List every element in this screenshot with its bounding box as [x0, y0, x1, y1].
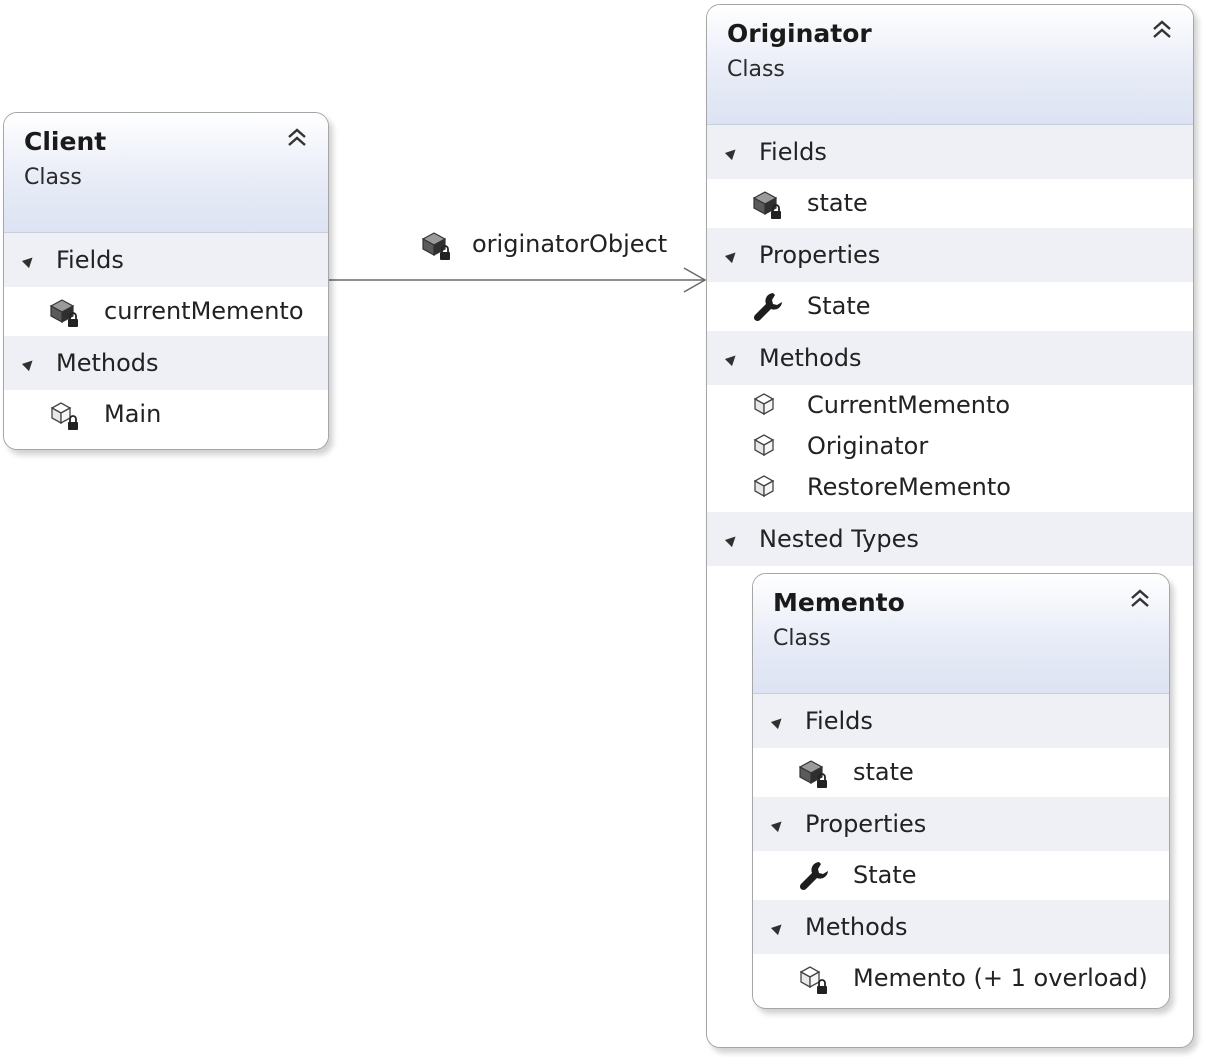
private-method-icon: [48, 398, 82, 432]
section-label: Fields: [56, 246, 124, 274]
public-method-icon: [751, 389, 785, 423]
memento-class-header[interactable]: Memento Class: [753, 574, 1169, 694]
class-stereotype: Class: [727, 57, 785, 82]
class-stereotype: Class: [773, 626, 831, 651]
expand-triangle-icon[interactable]: [21, 253, 37, 269]
collapse-chevron-icon[interactable]: [284, 125, 310, 151]
memento-class-box[interactable]: Memento Class Fields state Properties St…: [752, 573, 1170, 1009]
originator-class-box[interactable]: Originator Class Fields state Properties…: [706, 4, 1194, 1048]
section-label: Fields: [805, 707, 873, 735]
class-stereotype: Class: [24, 165, 82, 190]
member-label: state: [807, 189, 868, 217]
client-class-header[interactable]: Client Class: [4, 113, 328, 233]
section-label: Fields: [759, 138, 827, 166]
member-label: Originator: [807, 432, 929, 460]
member-row[interactable]: Memento (+ 1 overload): [753, 954, 1169, 1003]
client-class-box[interactable]: Client Class Fields currentMemento Metho…: [3, 112, 329, 450]
wrench-icon: [751, 290, 785, 324]
expand-triangle-icon[interactable]: [770, 714, 786, 730]
member-label: State: [807, 292, 871, 320]
originator-class-header[interactable]: Originator Class: [707, 5, 1193, 125]
association-arrowhead: [683, 267, 707, 293]
private-field-icon: [48, 295, 82, 329]
expand-triangle-icon[interactable]: [724, 248, 740, 264]
member-row[interactable]: Main: [4, 390, 328, 439]
member-label: state: [853, 758, 914, 786]
section-header-methods[interactable]: Methods: [753, 900, 1169, 954]
private-method-icon: [797, 962, 831, 996]
private-field-icon: [797, 756, 831, 790]
section-label: Properties: [805, 810, 927, 838]
member-row[interactable]: RestoreMemento: [707, 467, 1193, 508]
member-row[interactable]: State: [753, 851, 1169, 900]
public-method-icon: [751, 430, 785, 464]
section-label: Properties: [759, 241, 881, 269]
member-row[interactable]: Originator: [707, 426, 1193, 467]
member-row[interactable]: state: [753, 748, 1169, 797]
member-row[interactable]: state: [707, 179, 1193, 228]
expand-triangle-icon[interactable]: [724, 532, 740, 548]
section-header-fields[interactable]: Fields: [707, 125, 1193, 179]
expand-triangle-icon[interactable]: [770, 817, 786, 833]
section-label: Methods: [759, 344, 862, 372]
section-header-methods[interactable]: Methods: [707, 331, 1193, 385]
member-label: CurrentMemento: [807, 391, 1011, 419]
member-label: currentMemento: [104, 297, 304, 325]
section-header-fields[interactable]: Fields: [753, 694, 1169, 748]
member-label: RestoreMemento: [807, 473, 1011, 501]
member-label: Memento (+ 1 overload): [853, 964, 1148, 992]
public-method-icon: [751, 471, 785, 505]
section-label: Nested Types: [759, 525, 919, 553]
section-header-nested-types[interactable]: Nested Types: [707, 512, 1193, 566]
collapse-chevron-icon[interactable]: [1149, 17, 1175, 43]
expand-triangle-icon[interactable]: [770, 920, 786, 936]
member-row[interactable]: CurrentMemento: [707, 385, 1193, 426]
class-name: Originator: [727, 19, 872, 48]
expand-triangle-icon[interactable]: [21, 356, 37, 372]
member-label: State: [853, 861, 917, 889]
wrench-icon: [797, 859, 831, 893]
class-name: Client: [24, 127, 107, 156]
member-row[interactable]: State: [707, 282, 1193, 331]
section-header-fields[interactable]: Fields: [4, 233, 328, 287]
private-field-icon: [751, 187, 785, 221]
field-icon: [420, 228, 454, 262]
section-header-methods[interactable]: Methods: [4, 336, 328, 390]
section-label: Methods: [805, 913, 908, 941]
class-name: Memento: [773, 588, 905, 617]
expand-triangle-icon[interactable]: [724, 351, 740, 367]
section-header-properties[interactable]: Properties: [753, 797, 1169, 851]
member-row[interactable]: currentMemento: [4, 287, 328, 336]
section-header-properties[interactable]: Properties: [707, 228, 1193, 282]
expand-triangle-icon[interactable]: [724, 145, 740, 161]
collapse-chevron-icon[interactable]: [1127, 586, 1153, 612]
association-label-text: originatorObject: [472, 230, 668, 258]
member-label: Main: [104, 400, 162, 428]
section-label: Methods: [56, 349, 159, 377]
